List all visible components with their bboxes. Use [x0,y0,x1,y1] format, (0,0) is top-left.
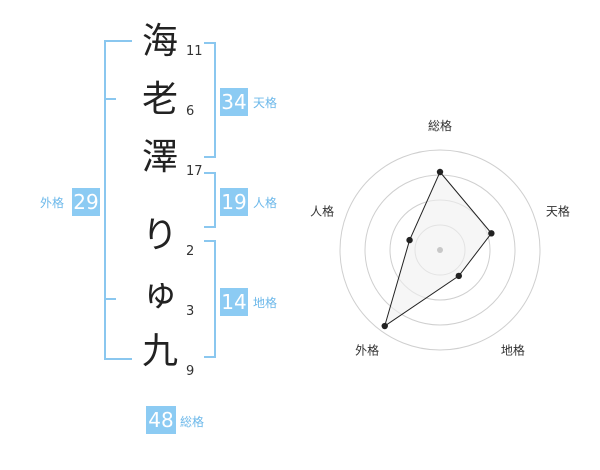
radar-point [488,230,495,237]
stroke-count-2: 6 [186,104,195,119]
tenkaku-value: 34 [220,88,248,116]
name-char-6: 九 [141,331,178,372]
stroke-count-4: 2 [186,244,195,259]
chikaku-bracket [204,240,216,358]
radar-axis-label: 外格 [355,342,379,357]
radar-point [381,322,388,330]
gaikaku-label: 外格 [40,196,65,210]
jinkaku-bracket [204,172,216,228]
name-char-3: 澤 [141,137,178,178]
jinkaku-label: 人格 [253,196,278,210]
chikaku-label: 地格 [253,296,278,310]
tenkaku-label: 天格 [253,96,278,110]
radar-point [406,236,413,244]
radar-axis-label: 人格 [310,204,334,219]
radar-point [436,168,444,176]
radar-axis-label: 総格 [428,118,452,133]
name-char-1: 海 [141,21,178,62]
chikaku-value: 14 [220,288,248,316]
gaikaku-bracket [104,40,132,360]
stroke-count-5: 3 [186,304,195,319]
jinkaku-value: 19 [220,188,248,216]
bracket-tick [104,98,116,100]
radar-point [455,272,463,280]
soukaku-value: 48 [146,406,176,434]
radar-ring [339,149,541,351]
tenkaku-bracket [204,42,216,158]
bracket-tick [104,298,116,300]
gaikaku-value: 29 [72,188,100,216]
name-char-4: り [141,215,178,256]
stroke-count-3: 17 [186,164,203,179]
name-char-2: 老 [141,79,178,120]
stroke-count-6: 9 [186,364,195,379]
radar-axis-label: 地格 [501,342,525,357]
radar-points [381,168,495,330]
radar-axis-label: 天格 [546,204,570,219]
stroke-count-1: 11 [186,44,203,59]
name-char-5: ゅ [141,273,178,314]
radar-center-dot [437,247,443,253]
soukaku-label: 総格 [180,415,205,429]
